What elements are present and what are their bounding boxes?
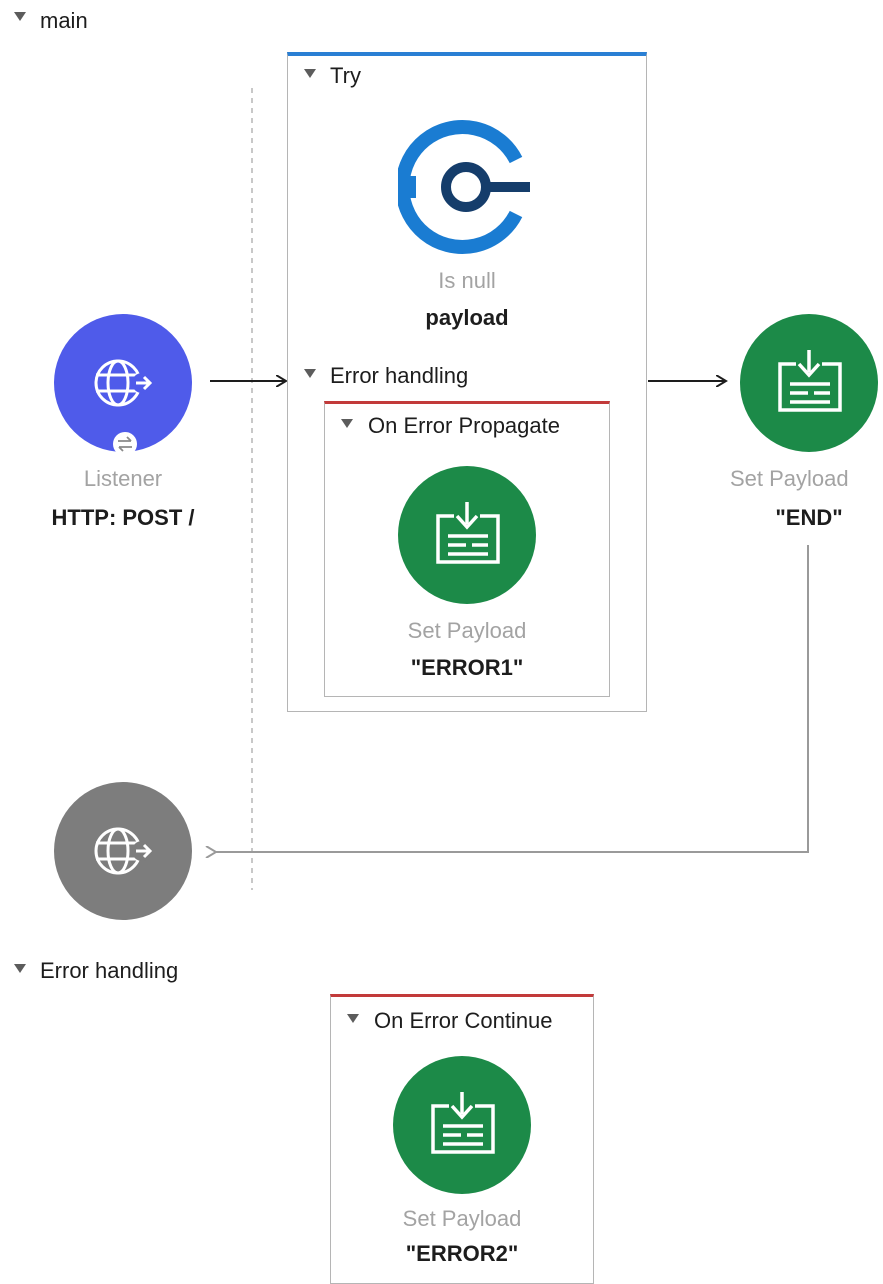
set-payload-error2-component[interactable] bbox=[393, 1056, 531, 1194]
try-error-handling-collapse-icon[interactable] bbox=[304, 369, 316, 378]
set-payload-icon bbox=[778, 350, 842, 412]
globe-arrow-icon bbox=[94, 827, 153, 875]
set-payload-end-title: Set Payload bbox=[730, 466, 849, 491]
set-payload-end-component[interactable] bbox=[740, 314, 878, 452]
on-error-continue-collapse-icon[interactable] bbox=[347, 1014, 359, 1023]
is-null-title: Is null bbox=[438, 268, 496, 293]
http-listener-component[interactable] bbox=[54, 314, 192, 452]
listener-swap-icon bbox=[113, 432, 137, 456]
return-path bbox=[214, 545, 809, 852]
http-response-component[interactable] bbox=[54, 782, 192, 920]
listener-subtitle: HTTP: POST / bbox=[51, 505, 195, 530]
set-payload-error1-title: Set Payload bbox=[407, 618, 527, 643]
set-payload-icon bbox=[436, 502, 500, 564]
set-payload-icon bbox=[431, 1092, 495, 1154]
on-error-propagate-label: On Error Propagate bbox=[368, 413, 560, 438]
error-handling-collapse-icon[interactable] bbox=[14, 964, 26, 973]
try-collapse-icon[interactable] bbox=[304, 69, 316, 78]
error-handling-label: Error handling bbox=[40, 958, 179, 983]
main-collapse-icon[interactable] bbox=[14, 12, 26, 21]
set-payload-error2-title: Set Payload bbox=[402, 1206, 522, 1231]
validation-icon bbox=[395, 120, 530, 254]
try-scope-label: Try bbox=[330, 63, 361, 88]
set-payload-error1-component[interactable] bbox=[398, 466, 536, 604]
main-flow-label: main bbox=[40, 8, 88, 33]
on-error-continue-label: On Error Continue bbox=[374, 1008, 553, 1033]
try-error-handling-label: Error handling bbox=[330, 363, 469, 388]
on-error-propagate-collapse-icon[interactable] bbox=[341, 419, 353, 428]
listener-title: Listener bbox=[83, 466, 163, 491]
is-null-subtitle: payload bbox=[425, 305, 509, 330]
set-payload-error1-value: "ERROR1" bbox=[410, 655, 524, 680]
set-payload-error2-value: "ERROR2" bbox=[405, 1241, 519, 1266]
is-null-component[interactable] bbox=[395, 118, 536, 256]
globe-arrow-icon bbox=[94, 359, 153, 407]
set-payload-end-value: "END" bbox=[775, 505, 843, 530]
